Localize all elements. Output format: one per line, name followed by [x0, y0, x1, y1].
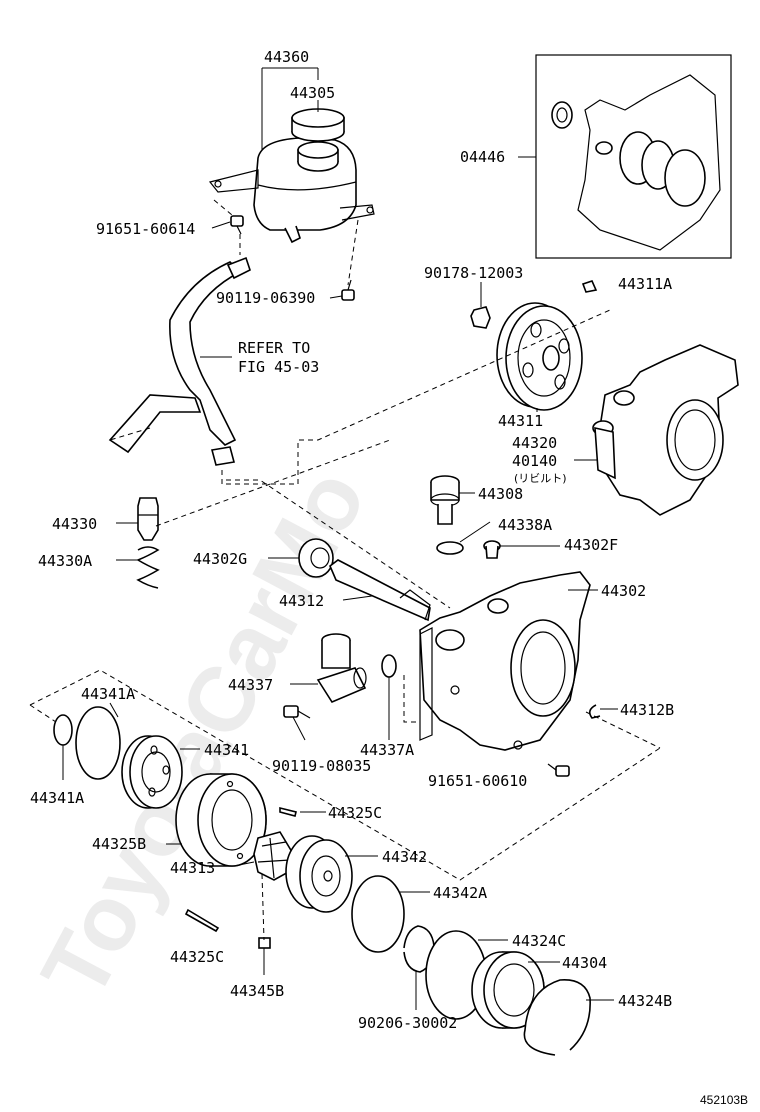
- kit-seal-rings: [595, 131, 706, 207]
- label-44311: 44311: [498, 412, 543, 430]
- bolt-90119-08035[interactable]: [283, 705, 311, 741]
- label-91651-60614: 91651-60614: [96, 220, 195, 238]
- label-44341A-top: 44341A: [81, 685, 135, 703]
- label-44342A: 44342A: [433, 884, 487, 902]
- valve-44330[interactable]: [116, 497, 159, 541]
- label-44337: 44337: [228, 676, 273, 694]
- label-44302: 44302: [601, 582, 646, 600]
- label-44341A-bottom: 44341A: [30, 789, 84, 807]
- note-refer-line1: REFER TO: [238, 339, 310, 357]
- return-hose[interactable]: [108, 256, 251, 466]
- oring-44337A[interactable]: [381, 654, 397, 740]
- label-44360: 44360: [264, 48, 309, 66]
- label-90178-12003: 90178-12003: [424, 264, 523, 282]
- label-44341: 44341: [204, 741, 249, 759]
- flow-control-valve-44308[interactable]: [430, 475, 475, 525]
- pump-assembly-44320[interactable]: [574, 344, 739, 516]
- snap-ring-44312B[interactable]: [588, 704, 618, 719]
- pin-44325C-bottom[interactable]: [184, 908, 220, 933]
- pump-body-44302[interactable]: [419, 571, 598, 751]
- bolt-91651-60614[interactable]: [230, 215, 244, 235]
- label-90206-30002: 90206-30002: [358, 1014, 457, 1032]
- label-40140: 40140: [512, 452, 557, 470]
- bolt-91651-60610[interactable]: [547, 763, 570, 777]
- label-90119-08035: 90119-08035: [272, 757, 371, 775]
- label-44324C: 44324C: [512, 932, 566, 950]
- snap-ring-44324B[interactable]: [523, 979, 614, 1056]
- label-44302F: 44302F: [564, 536, 618, 554]
- label-44312B: 44312B: [620, 701, 674, 719]
- label-04446: 04446: [460, 148, 505, 166]
- label-44342: 44342: [382, 848, 427, 866]
- bearing-44302G[interactable]: [268, 538, 334, 578]
- leads-reservoir: [200, 67, 359, 358]
- figure-code: 452103B: [700, 1093, 748, 1107]
- label-44304: 44304: [562, 954, 607, 972]
- oring-44342A[interactable]: [351, 875, 430, 953]
- label-44305: 44305: [290, 84, 335, 102]
- oring-44341A-small[interactable]: [53, 714, 73, 780]
- label-44330A: 44330A: [38, 552, 92, 570]
- label-44311A: 44311A: [618, 275, 672, 293]
- label-44325C-top: 44325C: [328, 804, 382, 822]
- note-refer-line2: FIG 45-03: [238, 358, 319, 376]
- oring-44341A-large[interactable]: [75, 702, 121, 780]
- cam-ring-44325B[interactable]: [166, 773, 267, 867]
- shaft-44312[interactable]: [329, 559, 431, 622]
- pressure-plate-44342[interactable]: [285, 835, 378, 913]
- note-rebuilt: (リビルト): [514, 472, 567, 485]
- pin-44325C-top[interactable]: [279, 806, 326, 817]
- label-44345B: 44345B: [230, 982, 284, 1000]
- key-44311A[interactable]: [581, 280, 598, 293]
- oring-44338A[interactable]: [436, 521, 491, 555]
- pulley-44311[interactable]: [496, 302, 583, 412]
- label-44313: 44313: [170, 859, 215, 877]
- gasket-plate: [419, 627, 433, 741]
- label-44337A: 44337A: [360, 741, 414, 759]
- side-plate-44341[interactable]: [121, 735, 200, 809]
- reservoir-cap[interactable]: [291, 108, 345, 172]
- label-44325B: 44325B: [92, 835, 146, 853]
- clip-90119-06390[interactable]: [341, 279, 355, 301]
- label-90119-06390: 90119-06390: [216, 289, 315, 307]
- rotor-44313[interactable]: [233, 831, 293, 881]
- label-44312: 44312: [279, 592, 324, 610]
- label-44325C-bottom: 44325C: [170, 948, 224, 966]
- label-44320: 44320: [512, 434, 557, 452]
- label-44308: 44308: [478, 485, 523, 503]
- kit-box-04446[interactable]: [518, 54, 732, 259]
- label-44302G: 44302G: [193, 550, 247, 568]
- spring-44330A[interactable]: [116, 546, 160, 589]
- nut-90178-12003[interactable]: [470, 282, 491, 329]
- union-44337[interactable]: [290, 633, 367, 704]
- label-44330: 44330: [52, 515, 97, 533]
- plug-44302F[interactable]: [483, 540, 560, 559]
- label-44324B: 44324B: [618, 992, 672, 1010]
- kit-bearing: [551, 101, 573, 129]
- square-44345B[interactable]: [258, 937, 271, 975]
- assembly-dashed-lines: [29, 309, 661, 941]
- label-91651-60610: 91651-60610: [428, 772, 527, 790]
- label-44338A: 44338A: [498, 516, 552, 534]
